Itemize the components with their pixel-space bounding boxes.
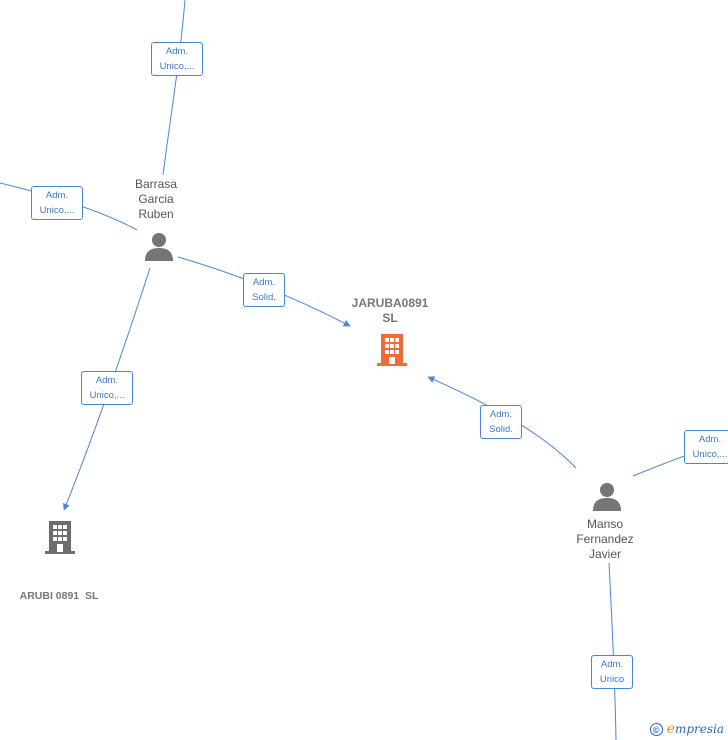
edge-label-line: Solid. xyxy=(252,292,276,303)
building-icon[interactable] xyxy=(375,332,409,366)
company-node-jaruba0891[interactable]: JARUBA0891 SL xyxy=(340,296,440,326)
person-node-manso-fernandez-javier[interactable]: Manso Fernandez Javier xyxy=(560,517,650,562)
person-icon[interactable] xyxy=(144,231,174,261)
person-name-line: Ruben xyxy=(138,207,174,221)
person-name-line: Barrasa xyxy=(134,177,178,191)
edge-label-line: Unico,... xyxy=(159,61,195,72)
edge-label-line: Adm. xyxy=(600,659,624,670)
person-name-line: Javier xyxy=(588,547,621,561)
edge-label-line: Adm. xyxy=(698,434,722,445)
edge-label-bottom[interactable]: Adm. Unico xyxy=(591,655,633,689)
edge-label-line: Adm. xyxy=(165,46,189,57)
copyright-icon: © xyxy=(649,722,663,736)
person-name-line: Garcia xyxy=(138,192,174,206)
company-name-line: JARUBA0891 xyxy=(351,296,429,310)
person-name-line: Manso xyxy=(586,517,624,531)
company-node-arubi0891[interactable]: ARUBI 0891 SL xyxy=(4,559,114,619)
edge-label-line: Unico,... xyxy=(692,449,728,460)
edge-label-line: Unico,... xyxy=(89,390,125,401)
brand-logo-rest: mpresia xyxy=(674,722,724,736)
company-name-line: ARUBI 0891 SL xyxy=(19,590,99,602)
person-icon[interactable] xyxy=(592,481,622,511)
edge-label-top[interactable]: Adm. Unico,... xyxy=(151,42,203,76)
edge-label-right[interactable]: Adm. Unico,... xyxy=(684,430,728,464)
edge-label-line: Solid. xyxy=(489,424,513,435)
edge-label-line: Adm. xyxy=(489,409,513,420)
footer-credit: © empresia xyxy=(649,721,724,737)
edge-label-person1-to-jaruba[interactable]: Adm. Solid. xyxy=(243,273,285,307)
person-name-line: Fernandez xyxy=(576,532,634,546)
edge-label-line: Unico xyxy=(599,674,625,685)
company-name-line: SL xyxy=(382,311,398,325)
person-node-barrasa-garcia-ruben[interactable]: Barrasa Garcia Ruben xyxy=(116,177,196,222)
edge-label-line: Adm. xyxy=(252,277,276,288)
edge-label-line: Unico,... xyxy=(39,205,75,216)
edge-label-left[interactable]: Adm. Unico,... xyxy=(31,186,83,220)
edge-label-person1-to-arubi[interactable]: Adm. Unico,... xyxy=(81,371,133,405)
edge-label-line: Adm. xyxy=(95,375,119,386)
edge-bottom xyxy=(608,562,617,740)
brand-logo[interactable]: empresia xyxy=(667,721,724,737)
building-icon[interactable] xyxy=(43,519,77,555)
brand-logo-initial: e xyxy=(666,721,675,737)
edge-label-person2-to-jaruba[interactable]: Adm. Solid. xyxy=(480,405,522,439)
edge-label-line: Adm. xyxy=(45,190,69,201)
edge-top xyxy=(162,0,186,176)
